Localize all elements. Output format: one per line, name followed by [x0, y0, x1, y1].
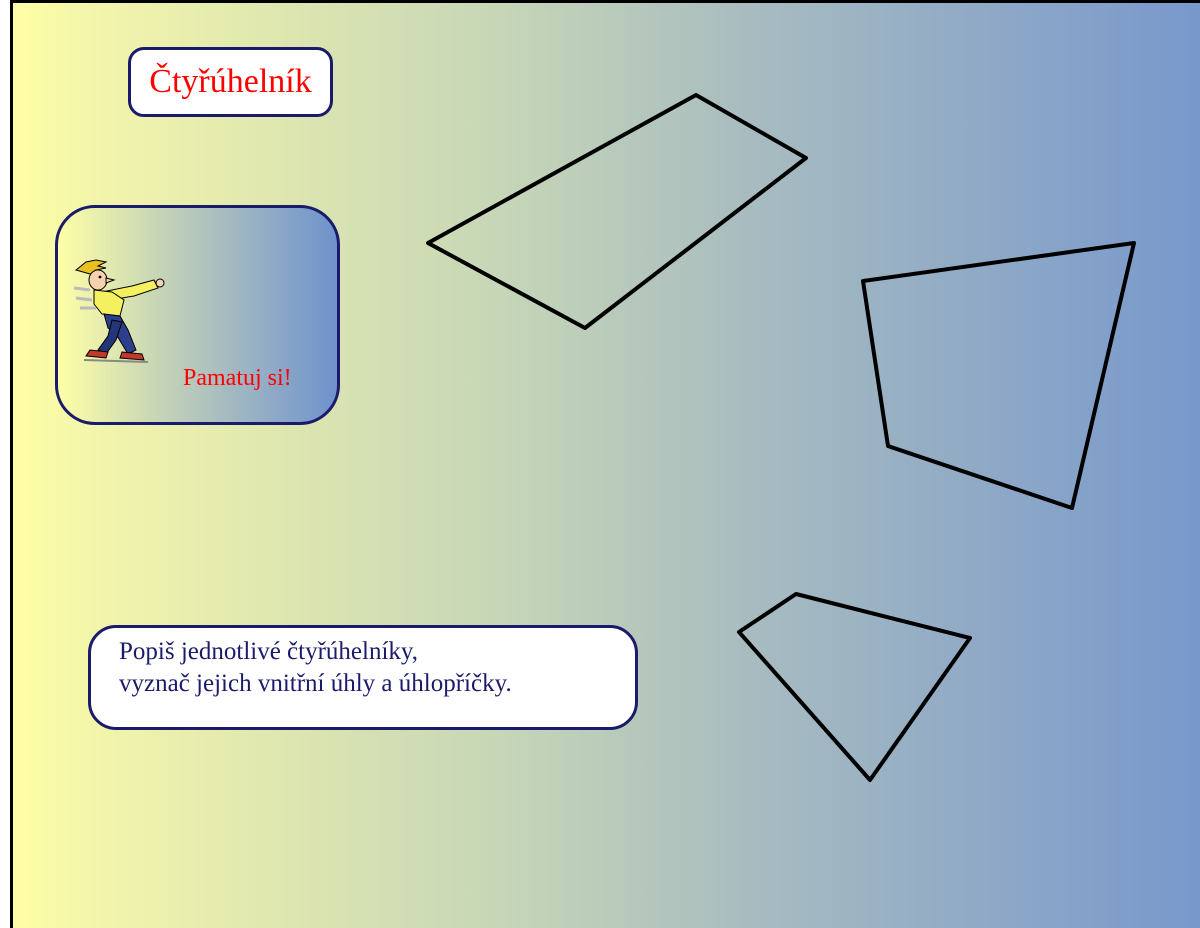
running-man-icon	[73, 259, 165, 363]
quadrilateral-shapes	[426, 93, 1136, 782]
slide: Čtyřúhelník Pamatuj si! Popi	[10, 0, 1200, 928]
title-box: Čtyřúhelník	[128, 47, 333, 117]
task-line-1: Popiš jednotlivé čtyřúhelníky,	[119, 638, 419, 665]
quadrilateral-2	[861, 241, 1136, 510]
task-box: Popiš jednotlivé čtyřúhelníky, vyznač je…	[88, 625, 638, 730]
remember-label: Pamatuj si!	[183, 365, 292, 391]
quadrilateral-1	[426, 93, 808, 330]
page-title: Čtyřúhelník	[149, 63, 312, 100]
task-line-2: vyznač jejich vnitřní úhly a úhlopříčky.	[119, 670, 512, 697]
remember-box[interactable]: Pamatuj si!	[55, 205, 340, 425]
quadrilateral-3	[737, 592, 972, 782]
